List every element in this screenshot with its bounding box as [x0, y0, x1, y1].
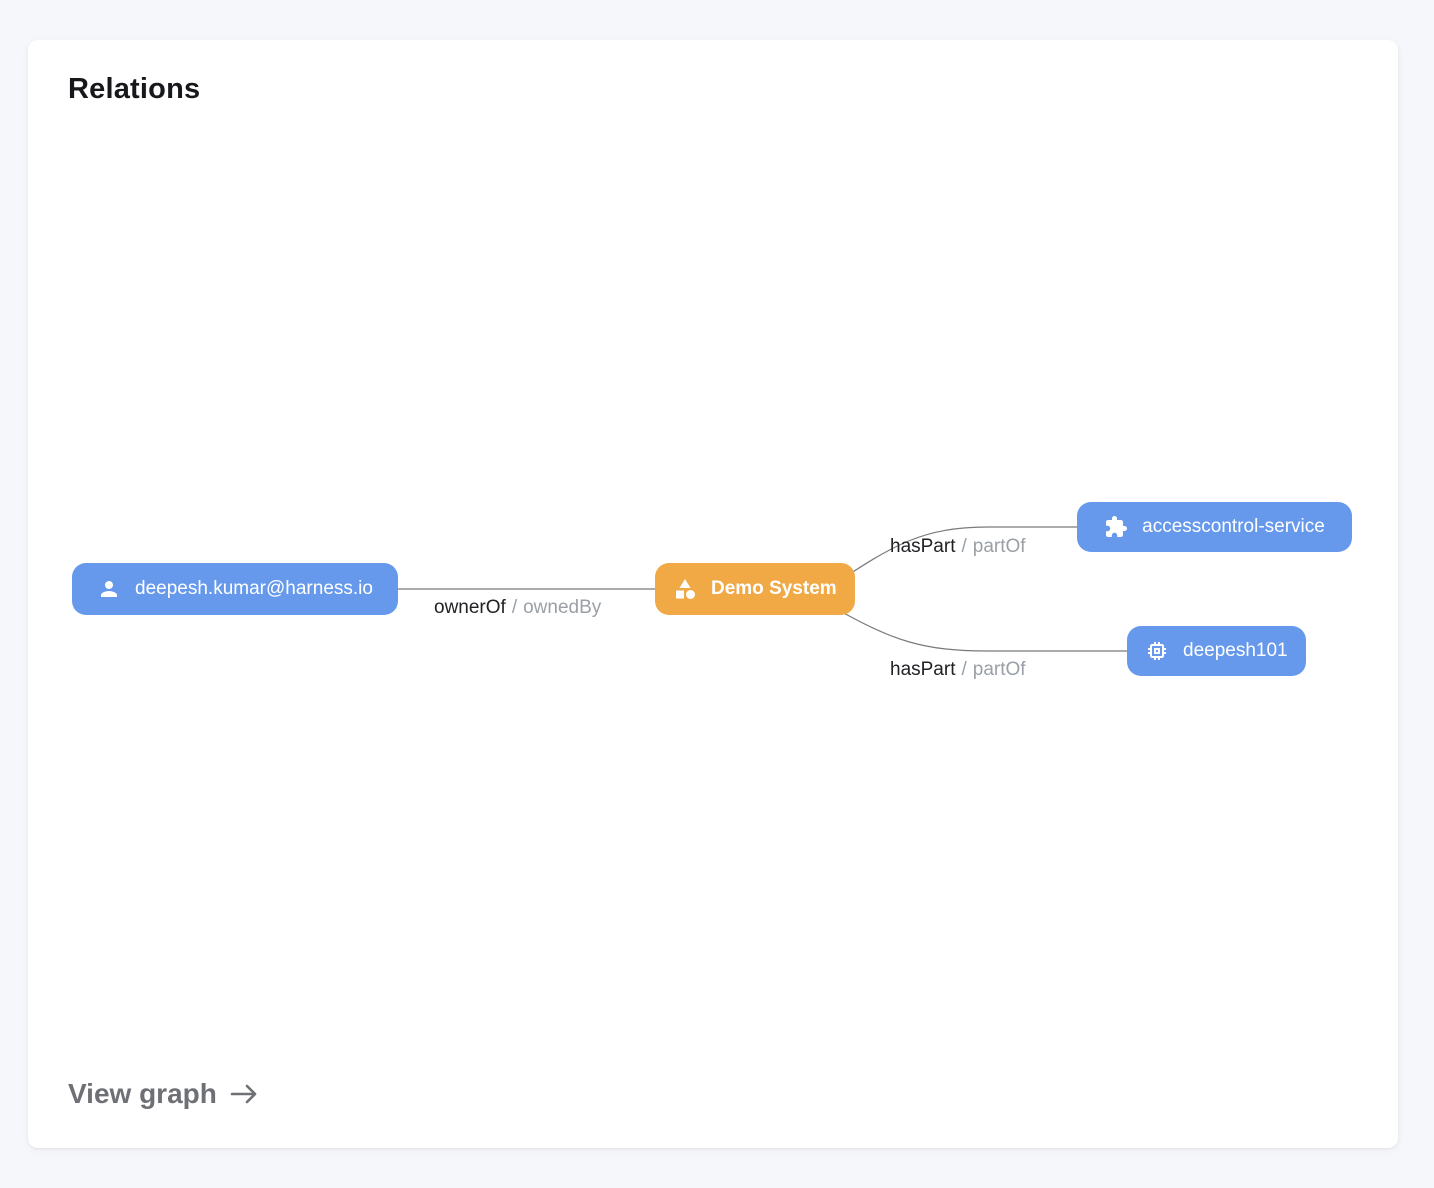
relations-card: Relations ownerOf/ownedBy hasPart/partOf… [28, 40, 1398, 1148]
card-title: Relations [68, 73, 201, 105]
edge-reverse-label: partOf [972, 536, 1026, 557]
node-service[interactable]: accesscontrol-service [1077, 502, 1352, 552]
node-label: Demo System [711, 578, 837, 599]
person-icon [97, 577, 121, 601]
edge-forward-label: ownerOf [434, 597, 506, 618]
edge-reverse-label: ownedBy [523, 597, 602, 618]
relations-graph: ownerOf/ownedBy hasPart/partOf hasPart/p… [28, 40, 1398, 1148]
view-graph-label: View graph [68, 1078, 217, 1109]
edge-forward-label: hasPart [890, 659, 956, 680]
edge-forward-label: hasPart [890, 536, 956, 557]
extension-icon [1104, 515, 1128, 539]
edge-separator: / [961, 536, 967, 557]
edge-haspart-top [832, 526, 1098, 586]
edge-reverse-label: partOf [972, 659, 1026, 680]
arrow-right-icon [230, 1084, 257, 1104]
edge-label-ownerof: ownerOf/ownedBy [434, 597, 601, 619]
edge-label-haspart-bottom: hasPart/partOf [890, 659, 1026, 681]
memory-icon [1145, 639, 1169, 663]
node-label: accesscontrol-service [1142, 516, 1325, 537]
view-graph-link[interactable]: View graph [68, 1078, 259, 1110]
edge-separator: / [511, 597, 518, 618]
node-component[interactable]: deepesh101 [1127, 626, 1306, 676]
graph-edges [378, 526, 1138, 652]
node-label: deepesh101 [1183, 640, 1288, 661]
edge-separator: / [961, 659, 967, 680]
node-user[interactable]: deepesh.kumar@harness.io [72, 563, 398, 615]
edge-haspart-bottom [832, 606, 1138, 652]
category-icon [673, 577, 697, 601]
node-label: deepesh.kumar@harness.io [135, 578, 373, 599]
node-system[interactable]: Demo System [655, 563, 855, 615]
edge-label-haspart-top: hasPart/partOf [890, 536, 1026, 558]
